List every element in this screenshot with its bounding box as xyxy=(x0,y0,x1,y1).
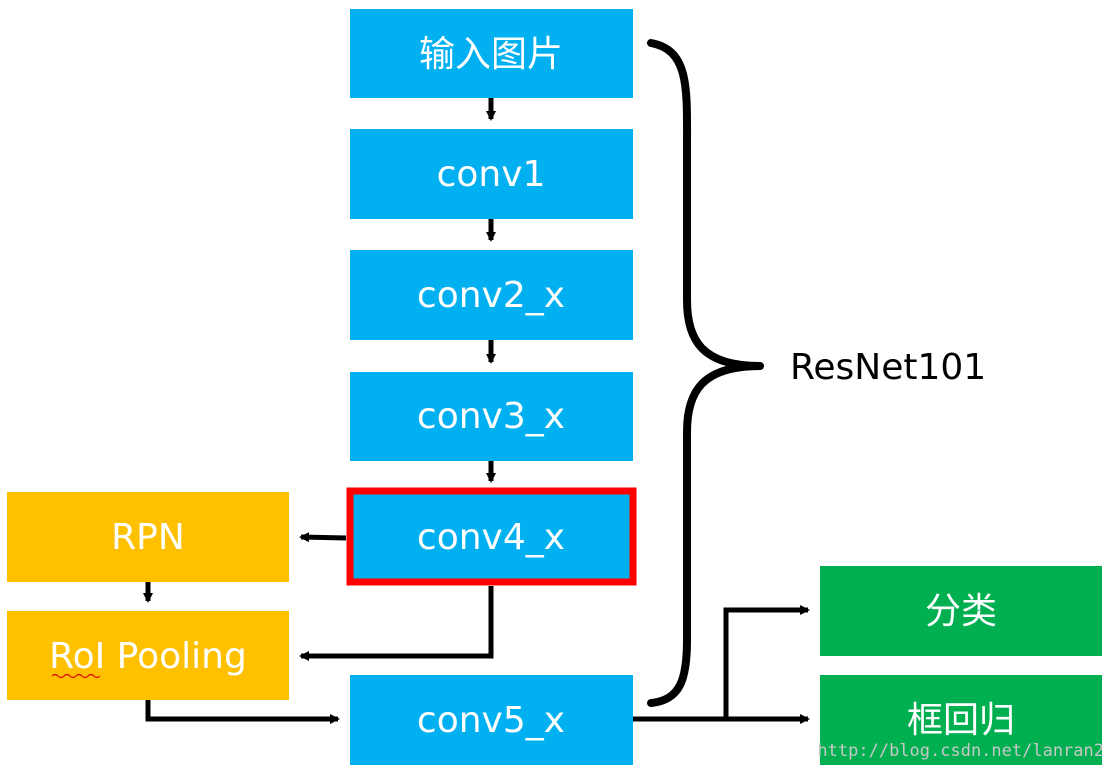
node-conv1: conv1 xyxy=(350,129,633,219)
node-classification-label: 分类 xyxy=(925,591,997,632)
node-bbox-regression: 框回归 xyxy=(820,675,1102,765)
node-conv5: conv5_x xyxy=(350,675,633,765)
node-classification: 分类 xyxy=(820,566,1102,656)
node-roi-pooling: RoI Pooling xyxy=(7,611,289,700)
resnet101-label: ResNet101 xyxy=(790,347,986,388)
node-input-image: 输入图片 xyxy=(350,9,633,98)
node-conv4: conv4_x xyxy=(346,487,637,586)
resnet101-brace xyxy=(647,39,764,707)
node-input-image-label: 输入图片 xyxy=(419,34,563,75)
node-roi-pooling-label: RoI Pooling xyxy=(49,636,247,677)
node-conv4-label: conv4_x xyxy=(417,517,565,558)
node-rpn-label: RPN xyxy=(111,517,185,558)
node-bbox-regression-label: 框回归 xyxy=(907,700,1015,741)
watermark-url: http://blog.csdn.net/lanran2 xyxy=(817,741,1104,761)
node-conv1-label: conv1 xyxy=(437,154,546,195)
arrow-conv4-to-rpn xyxy=(299,532,347,543)
node-rpn: RPN xyxy=(7,492,289,582)
node-conv2: conv2_x xyxy=(350,250,633,340)
node-conv3-label: conv3_x xyxy=(417,396,565,437)
arrow-conv4-to-roi xyxy=(299,586,494,661)
node-conv5-label: conv5_x xyxy=(417,700,565,741)
node-conv2-label: conv2_x xyxy=(417,275,565,316)
spellcheck-underline xyxy=(51,673,101,679)
node-conv3: conv3_x xyxy=(350,372,633,461)
arrow-roi-to-conv5 xyxy=(145,700,340,724)
branch-arrows xyxy=(143,532,810,724)
arrow-conv5-to-classification xyxy=(723,605,810,719)
